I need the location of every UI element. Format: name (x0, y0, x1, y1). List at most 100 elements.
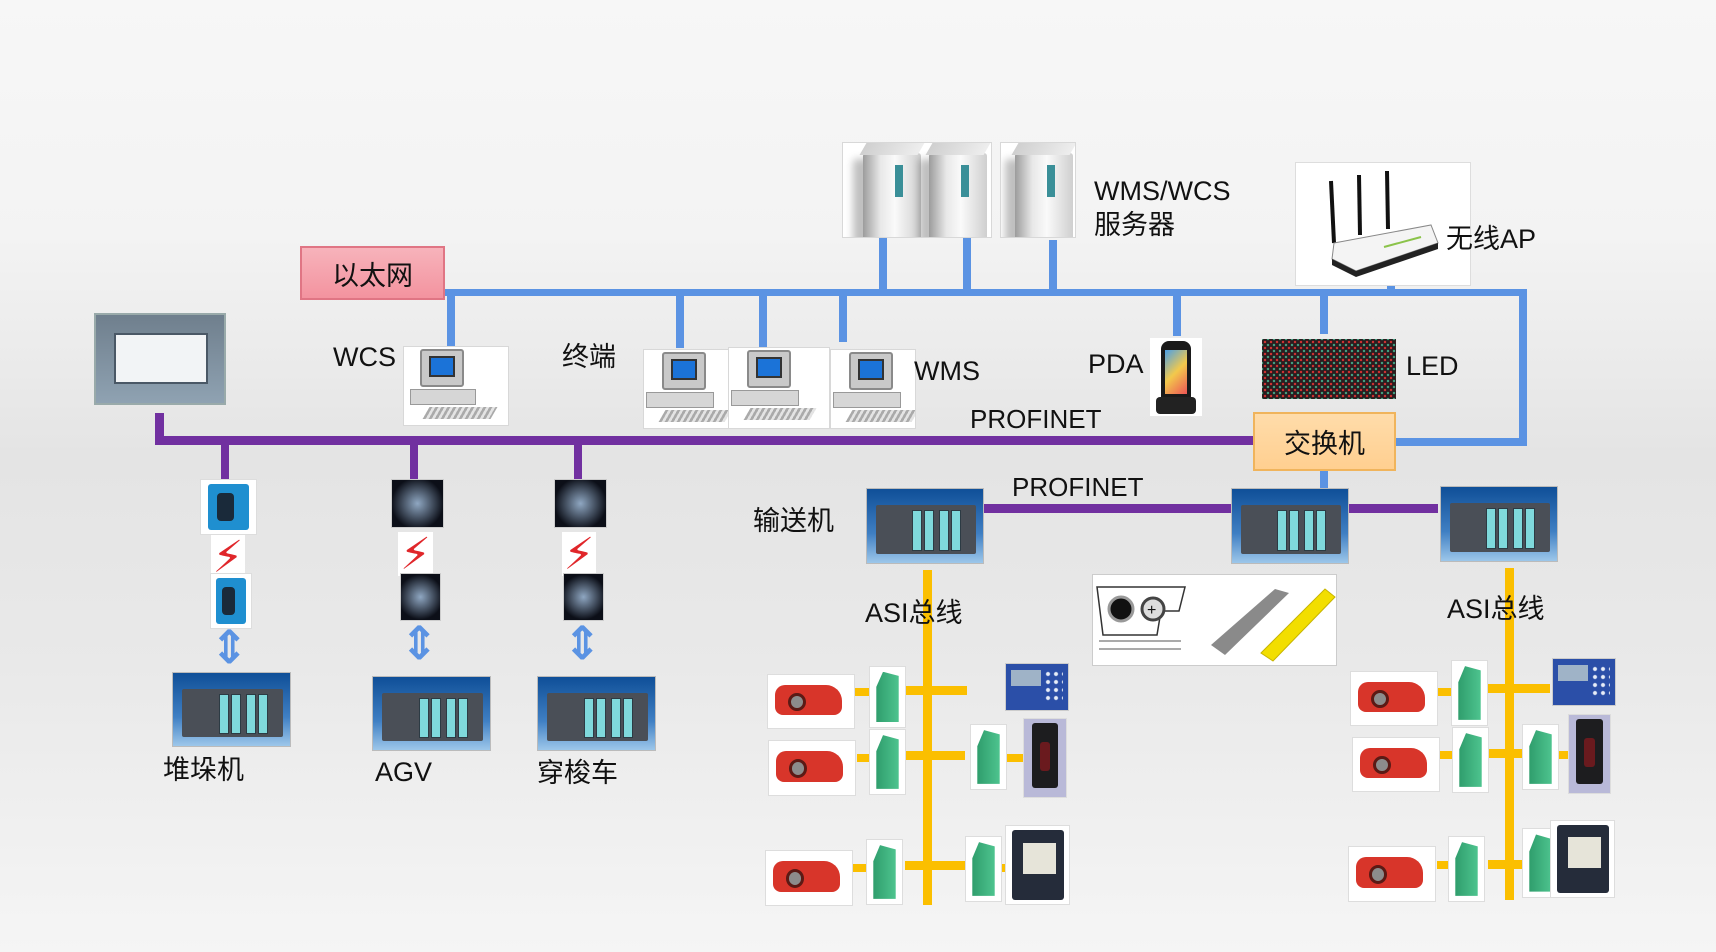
asi-module-image[interactable] (1522, 724, 1559, 790)
asi-left-trunk (923, 570, 932, 905)
ethernet-drop-led (1320, 292, 1328, 334)
switch-box[interactable]: 交换机 (1253, 412, 1396, 471)
asi-module-image[interactable] (866, 839, 903, 905)
photoelectric-sensor-image[interactable] (1023, 718, 1067, 798)
monitor-icon (662, 352, 706, 390)
asi-right-branch-2 (1488, 749, 1548, 758)
router-icon (1329, 170, 1439, 277)
asi-left-stub-4 (1006, 754, 1028, 762)
ethernet-switch-to-plc (1320, 470, 1328, 488)
led-display-image[interactable] (1262, 339, 1396, 399)
stacker-optical-transceiver-bottom[interactable] (210, 573, 252, 629)
pda-image[interactable] (1150, 338, 1202, 416)
svg-text:+: + (1147, 602, 1156, 619)
hmi-screen (113, 332, 208, 385)
profinet-drop-shuttle (574, 445, 582, 479)
keyboard-icon (845, 410, 915, 422)
frequency-inverter-image[interactable] (1005, 825, 1070, 905)
servers-label-line2: 服务器 (1094, 210, 1175, 240)
terminal-computer-1[interactable] (643, 349, 729, 429)
asi-left-stub-1 (855, 688, 869, 696)
stacker-plc[interactable] (172, 672, 291, 747)
asi-right-stub-4 (1552, 751, 1576, 759)
conveyor-label: 输送机 (753, 506, 834, 536)
asi-module-image[interactable] (1452, 727, 1489, 793)
keyboard-icon (743, 408, 817, 420)
ethernet-label: 以太网 (332, 260, 413, 291)
asi-left-branch-1 (905, 686, 967, 695)
terminal-computer-2[interactable] (728, 347, 830, 429)
server-image[interactable] (1000, 142, 1076, 238)
pc-base (410, 389, 476, 405)
gear-motor-image[interactable] (768, 740, 856, 796)
profinet-upper-label: PROFINET (970, 404, 1102, 434)
agv-wireless-client-top[interactable] (391, 479, 444, 528)
wireless-ap-label: 无线AP (1446, 224, 1537, 254)
asi-module-image[interactable] (965, 836, 1002, 902)
keyboard-icon (658, 410, 728, 422)
shuttle-wireless-client-bottom[interactable] (563, 573, 604, 621)
stacker-optical-transceiver-top[interactable] (200, 479, 257, 535)
servers-label-line1: WMS/WCS (1094, 176, 1231, 206)
bidirectional-arrow-icon: ⇕ (400, 617, 439, 669)
server-icon (863, 153, 921, 237)
asi-left-stub-2 (857, 754, 869, 762)
shuttle-plc[interactable] (537, 676, 656, 751)
profinet-lower-label: PROFINET (1012, 472, 1144, 502)
agv-wireless-client-bottom[interactable] (400, 573, 441, 621)
bidirectional-arrow-icon: ⇕ (210, 621, 249, 673)
ethernet-drop-server-1 (879, 236, 887, 292)
asi-module-image[interactable] (1451, 660, 1488, 726)
asi-module-image[interactable] (970, 724, 1007, 790)
gear-motor-image[interactable] (1350, 671, 1438, 726)
operator-panel-image[interactable] (1552, 658, 1616, 706)
operator-panel-image[interactable] (1005, 663, 1069, 711)
monitor-icon (849, 352, 893, 390)
terminal-computer-3[interactable] (830, 349, 916, 429)
shuttle-wireless-client-top[interactable] (554, 479, 607, 528)
wms-label: WMS (914, 356, 980, 386)
keyboard-icon (422, 407, 498, 419)
pc-base (731, 390, 799, 406)
asi-module-image[interactable] (869, 729, 906, 795)
pc-base (646, 392, 714, 408)
profinet-drop-agv (410, 445, 418, 479)
asi-right-label: ASI总线 (1447, 594, 1545, 624)
asi-left-stub-3 (852, 864, 866, 872)
ethernet-drop-wms-3 (839, 292, 847, 342)
asi-right-stub-1 (1437, 688, 1451, 696)
asi-right-stub-2 (1440, 751, 1452, 759)
asi-module-image[interactable] (869, 666, 906, 728)
ethernet-loop-right (1519, 289, 1527, 446)
gear-motor-image[interactable] (767, 674, 855, 729)
wireless-link-icon: ⚡ (398, 530, 433, 579)
frequency-inverter-image[interactable] (1550, 820, 1615, 898)
hmi-panel-image[interactable] (94, 313, 226, 405)
wcs-computer[interactable] (403, 346, 509, 426)
profinet-drop-stacker (221, 445, 229, 479)
asi-module-image[interactable] (1448, 836, 1485, 902)
pda-dock (1156, 397, 1196, 415)
terminals-label: 终端 (562, 342, 616, 372)
server-group-image[interactable] (842, 142, 992, 238)
wireless-ap-image[interactable] (1295, 162, 1471, 286)
bidirectional-arrow-icon: ⇕ (563, 617, 602, 669)
agv-plc[interactable] (372, 676, 491, 751)
gear-motor-image[interactable] (1352, 737, 1440, 792)
asi-cable-image: + (1092, 574, 1337, 666)
asi-right-branch-1 (1488, 684, 1550, 693)
monitor-icon (747, 350, 791, 388)
photoelectric-sensor-image[interactable] (1568, 714, 1611, 794)
switch-label: 交换机 (1284, 429, 1365, 459)
conveyor-plc-center[interactable] (1231, 488, 1349, 564)
conveyor-plc-left[interactable] (866, 488, 984, 564)
gear-motor-image[interactable] (765, 850, 853, 906)
ethernet-backbone (445, 289, 1527, 296)
ethernet-label-box: 以太网 (300, 246, 445, 300)
wcs-label: WCS (333, 342, 396, 372)
conveyor-plc-right[interactable] (1440, 486, 1558, 562)
server-icon (929, 153, 987, 237)
gear-motor-image[interactable] (1348, 846, 1436, 902)
asi-cable-icon: + (1096, 586, 1336, 662)
server-icon (1015, 153, 1073, 237)
